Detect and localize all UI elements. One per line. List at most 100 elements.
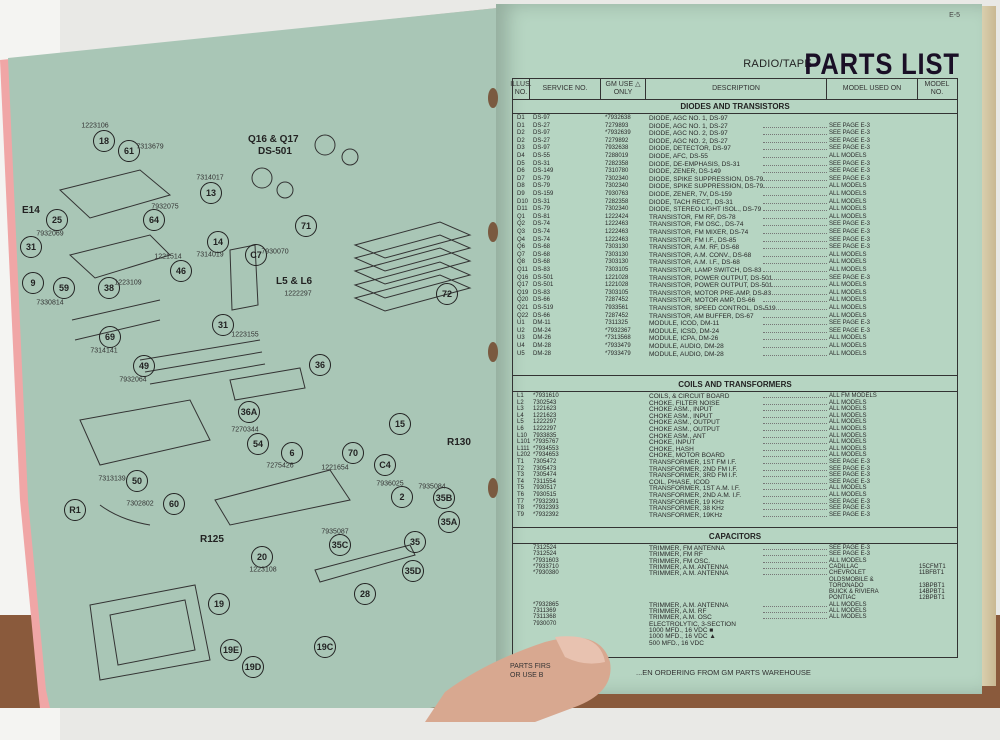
part-number-label: 1223109 xyxy=(114,279,142,287)
service-no: DS-97 xyxy=(533,115,551,121)
part-number-label: 7275426 xyxy=(266,462,294,470)
model-used-on: ALL MODELS xyxy=(829,312,867,319)
description: CHOKE, FILTER NOISE xyxy=(649,399,720,407)
leader-dots xyxy=(763,602,827,607)
gm-use-no: 7287452 xyxy=(605,312,629,319)
service-no: 7311369 xyxy=(533,608,556,614)
model-used-on: ALL MODELS xyxy=(829,432,867,439)
leader-dots xyxy=(763,419,827,425)
service-no: DM-24 xyxy=(533,327,552,334)
illus-no: Q6 xyxy=(517,244,526,251)
description: DIODE, AGC NO. 2, DS-27 xyxy=(649,137,728,145)
model-used-on: ALL MODELS xyxy=(829,557,867,564)
service-no: DS-74 xyxy=(533,221,551,228)
part-number-label: 7932064 xyxy=(119,376,147,384)
callout-C4: C4 xyxy=(374,454,396,476)
model-used-on: ALL MODELS xyxy=(829,350,867,357)
description: DIODE, ZENER, DS-149 xyxy=(649,168,721,176)
description: ELECTROLYTIC, 3-SECTION xyxy=(649,620,736,628)
gm-use-no: 7932638 xyxy=(605,145,629,152)
leader-dots xyxy=(763,161,827,166)
leader-dots xyxy=(763,393,827,398)
model-used-on: SEE PAGE E-3 xyxy=(829,236,870,243)
service-no: DS-501 xyxy=(533,282,554,289)
service-no: *7932865 xyxy=(533,601,559,608)
illus-no: T8 xyxy=(517,505,525,512)
model-used-on: SEE PAGE E-3 xyxy=(829,160,870,167)
model-used-on: SEE PAGE E-3 xyxy=(829,545,870,551)
service-no: DS-83 xyxy=(533,267,551,273)
service-no: 7930517 xyxy=(533,485,557,492)
description: DIODE, TACH RECT., DS-31 xyxy=(649,198,733,206)
gm-use-no: *7313568 xyxy=(605,335,631,342)
illus-no: Q1 xyxy=(517,213,526,220)
leader-dots xyxy=(763,564,827,569)
section-title: RADIO/TAPE xyxy=(743,58,812,70)
callout-36: 36 xyxy=(309,354,331,376)
section-divider xyxy=(513,527,957,528)
gm-use-no: 1222463 xyxy=(605,221,629,228)
service-no: 7312524 xyxy=(533,545,557,551)
illus-no: Q16 xyxy=(517,274,529,281)
description: TRANSISTOR, A.M. I.F., DS-68 xyxy=(649,259,740,267)
model-used-on: SEE PAGE E-3 xyxy=(829,168,870,175)
model-used-on: CADILLAC xyxy=(829,563,859,570)
gm-use-no: *7932639 xyxy=(605,130,631,137)
description: CHOKE ASM., ANT xyxy=(649,432,706,440)
model-used-on: ALL MODELS xyxy=(829,206,867,213)
callout-64: 64 xyxy=(143,209,165,231)
diagram-label: R130 xyxy=(447,437,471,448)
description: CHOKE ASM., INPUT xyxy=(649,406,713,414)
callout-9: 9 xyxy=(22,272,44,294)
service-no: 7933835 xyxy=(533,432,557,439)
illus-no: L111 xyxy=(517,445,530,452)
callout-25: 25 xyxy=(46,209,68,231)
callout-49: 49 xyxy=(133,355,155,377)
illus-no: Q4 xyxy=(517,236,526,243)
service-no: 7305474 xyxy=(533,472,557,479)
model-no: 14BPBT1 xyxy=(919,589,945,596)
model-used-on: ALL MODELS xyxy=(829,485,867,492)
illus-no: L5 xyxy=(517,419,524,426)
leader-dots xyxy=(763,221,827,227)
model-used-on: TORONADO xyxy=(829,582,864,589)
illus-no: Q2 xyxy=(517,221,526,228)
description: TRANSISTOR, POWER OUTPUT, DS-501 xyxy=(649,282,773,290)
description: TRANSFORMER, 1ST FM I.F. xyxy=(649,459,737,466)
model-used-on: SEE PAGE E-3 xyxy=(829,229,870,235)
diagram-label: E14 xyxy=(22,205,40,216)
description: TRANSISTOR, FM OSC., DS-74 xyxy=(649,221,744,229)
description: TRANSFORMER, 19 KHz xyxy=(649,498,725,506)
binder-hole xyxy=(488,222,498,242)
service-no: DS-74 xyxy=(533,229,551,235)
leader-dots xyxy=(763,153,827,158)
gm-use-no: 7302340 xyxy=(605,175,629,182)
service-no: DS-66 xyxy=(533,312,551,319)
service-no: 7302543 xyxy=(533,399,557,406)
model-used-on: SEE PAGE E-3 xyxy=(829,320,870,327)
diagram-label: DS-501 xyxy=(258,146,292,157)
part-number-label: 1223106 xyxy=(81,122,109,130)
leader-dots xyxy=(763,259,827,265)
description: TRANSFORMER, 19KHz xyxy=(649,511,723,519)
service-no: DS-149 xyxy=(533,168,554,175)
service-no: DS-66 xyxy=(533,297,551,304)
model-used-on: OLDSMOBILE & xyxy=(829,576,874,583)
gm-use-no: 7279892 xyxy=(605,137,629,144)
gm-use-no: 7279893 xyxy=(605,122,629,129)
diagram-label: R125 xyxy=(200,534,224,545)
service-no: DS-83 xyxy=(533,289,551,296)
gm-use-no: 1222463 xyxy=(605,236,629,243)
description: TRANSISTOR, MOTOR PRE-AMP, DS-83 xyxy=(649,289,772,297)
service-no: 7311368 xyxy=(533,614,556,621)
service-no: *7930380 xyxy=(533,570,559,577)
service-no: 1222297 xyxy=(533,426,557,432)
illus-no: D8 xyxy=(517,183,525,190)
footer-left-line: PARTS FIRS xyxy=(510,663,551,670)
description: DIODE, AGC NO. 2, DS-97 xyxy=(649,130,728,138)
description: TRANSFORMER, 1ST A.M. I.F. xyxy=(649,485,740,493)
leader-dots xyxy=(763,343,827,348)
leader-dots xyxy=(763,459,827,464)
section-heading: COILS AND TRANSFORMERS xyxy=(678,380,792,389)
service-no: DS-27 xyxy=(533,137,551,144)
